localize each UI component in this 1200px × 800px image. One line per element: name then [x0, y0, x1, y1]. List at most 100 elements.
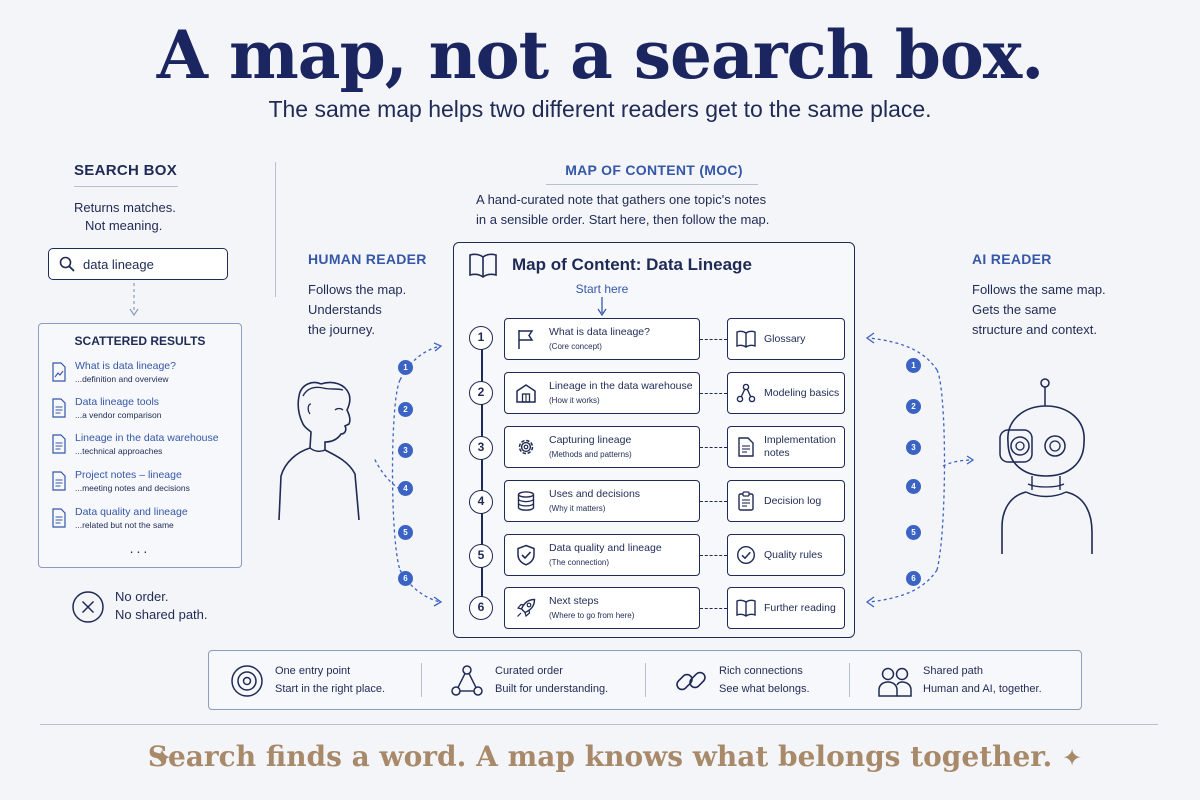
ai-path-arrows — [865, 332, 975, 608]
step-connector — [700, 608, 727, 609]
human-reader-figure — [278, 381, 360, 521]
step-connector — [700, 339, 727, 340]
result-title: What is data lineage? — [75, 360, 176, 372]
side-card-quality-rules[interactable]: Quality rules — [727, 534, 845, 576]
side-card-label: Decision log — [764, 494, 822, 507]
human-step-badge: 6 — [398, 571, 413, 586]
side-card-label: Glossary — [764, 332, 806, 345]
step-connector — [700, 393, 727, 394]
flag-icon — [518, 330, 534, 349]
close-circle-icon — [72, 591, 104, 623]
result-item[interactable]: What is data lineage? ...definition and … — [51, 360, 236, 394]
result-item[interactable]: Project notes – lineage ...meeting notes… — [51, 469, 236, 503]
step-subtitle: (The connection) — [549, 558, 610, 567]
search-icon — [59, 256, 75, 272]
document-icon — [52, 434, 66, 454]
ai-reader-heading: AI READER — [972, 251, 1052, 267]
feature-subtitle: See what belongs. — [719, 683, 810, 695]
step-card[interactable]: Lineage in the data warehouse (How it wo… — [504, 372, 700, 414]
shield-check-icon — [517, 544, 535, 566]
side-card-label: Quality rules — [764, 548, 823, 561]
database-icon — [517, 491, 535, 511]
feature-subtitle: Built for understanding. — [495, 683, 609, 695]
step-subtitle: (Methods and patterns) — [549, 450, 632, 459]
ai-desc-line1: Follows the same map. — [972, 282, 1106, 297]
page-subtitle: The same map helps two different readers… — [268, 96, 932, 122]
step-card[interactable]: Capturing lineage (Methods and patterns) — [504, 426, 700, 468]
document-icon — [52, 398, 66, 418]
step-number: 5 — [469, 544, 493, 568]
start-here-label: Start here — [575, 282, 629, 296]
side-card-label: Implementation notes — [764, 434, 836, 459]
ai-step-badge: 1 — [906, 358, 921, 373]
side-card-glossary[interactable]: Glossary — [727, 318, 845, 360]
human-step-badge: 3 — [398, 443, 413, 458]
document-chart-icon — [52, 362, 66, 382]
step-number: 2 — [469, 381, 493, 405]
ai-step-badge: 4 — [906, 479, 921, 494]
feature-title: One entry point — [275, 665, 351, 677]
feature-title: Rich connections — [719, 665, 803, 677]
step-connector — [700, 501, 727, 502]
ai-desc-line2: Gets the same — [972, 302, 1057, 317]
step-connector — [700, 555, 727, 556]
feature-subtitle: Human and AI, together. — [923, 683, 1042, 695]
human-desc-line3: the journey. — [308, 322, 375, 337]
moc-heading: MAP OF CONTENT (MOC) — [565, 162, 743, 178]
feature-title: Shared path — [923, 665, 983, 677]
search-heading-underline — [74, 186, 178, 187]
step-connector — [700, 447, 727, 448]
footer-tagline: Search finds a word. A map knows what be… — [147, 740, 1053, 773]
human-step-badge: 5 — [398, 525, 413, 540]
step-card[interactable]: Next steps (Where to go from here) — [504, 587, 700, 629]
side-card-modeling[interactable]: Modeling basics — [727, 372, 845, 414]
step-number: 1 — [469, 326, 493, 350]
sparkle-icon: ✦ — [152, 745, 173, 772]
search-box-heading: SEARCH BOX — [74, 162, 178, 179]
start-here-arrow — [597, 297, 607, 317]
scattered-results-panel: SCATTERED RESULTS What is data lineage? … — [38, 323, 242, 568]
step-number: 3 — [469, 436, 493, 460]
step-subtitle: (Core concept) — [549, 342, 602, 351]
moc-desc-line2: in a sensible order. Start here, then fo… — [476, 212, 770, 227]
side-card-implementation[interactable]: Implementation notes — [727, 426, 845, 468]
search-desc-line1: Returns matches. — [74, 200, 176, 215]
side-card-further-reading[interactable]: Further reading — [727, 587, 845, 629]
human-reader-heading: HUMAN READER — [308, 251, 427, 267]
feature-subtitle: Start in the right place. — [275, 683, 386, 695]
more-results-ellipsis: ... — [129, 540, 151, 556]
feature-divider — [645, 663, 646, 697]
step-subtitle: (Where to go from here) — [549, 611, 635, 620]
result-snippet: ...technical approaches — [75, 446, 163, 456]
footer-divider — [40, 724, 1158, 725]
step-title: Uses and decisions — [549, 488, 641, 500]
result-item[interactable]: Lineage in the data warehouse ...technic… — [51, 432, 236, 466]
step-card[interactable]: Data quality and lineage (The connection… — [504, 534, 700, 576]
hierarchy-icon — [451, 665, 483, 696]
human-step-badge: 4 — [398, 481, 413, 496]
step-title: What is data lineage? — [549, 326, 650, 338]
people-icon — [878, 667, 912, 697]
search-input[interactable]: data lineage — [48, 248, 228, 280]
human-step-badge: 1 — [398, 360, 413, 375]
result-item[interactable]: Data lineage tools ...a vendor compariso… — [51, 396, 236, 430]
result-snippet: ...definition and overview — [75, 374, 169, 384]
result-snippet: ...a vendor comparison — [75, 410, 162, 420]
book-icon — [736, 330, 756, 348]
step-card[interactable]: Uses and decisions (Why it matters) — [504, 480, 700, 522]
link-icon — [676, 671, 706, 691]
robot-reader-figure — [999, 378, 1093, 554]
moc-heading-underline — [546, 184, 758, 185]
feature-divider — [421, 663, 422, 697]
ai-step-badge: 5 — [906, 525, 921, 540]
open-book-icon — [469, 253, 497, 278]
feature-divider — [849, 663, 850, 697]
step-card[interactable]: What is data lineage? (Core concept) — [504, 318, 700, 360]
section-divider — [275, 162, 276, 297]
warehouse-icon — [516, 384, 536, 403]
side-card-decision-log[interactable]: Decision log — [727, 480, 845, 522]
result-title: Lineage in the data warehouse — [75, 432, 219, 444]
result-item[interactable]: Data quality and lineage ...related but … — [51, 506, 236, 540]
feature-bar: One entry point Start in the right place… — [208, 650, 1082, 710]
side-card-label: Further reading — [764, 601, 836, 614]
